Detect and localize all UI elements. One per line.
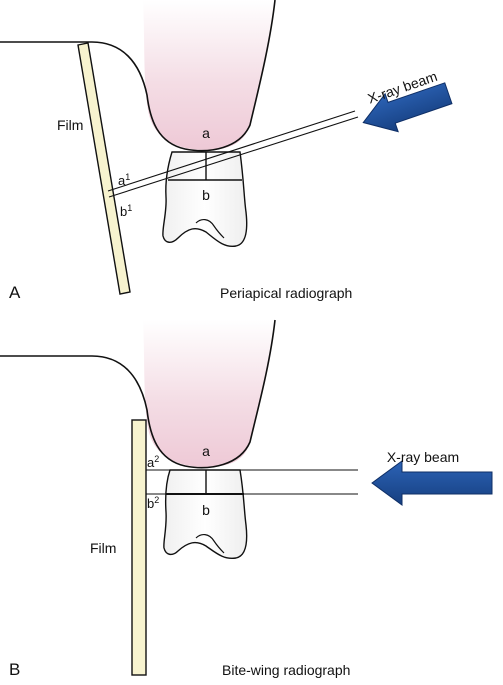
palate-outline-a	[0, 0, 276, 152]
beam-line-a1	[107, 110, 356, 192]
image-a-label-b: a2	[147, 454, 159, 470]
beam-label-b: X-ray beam	[387, 449, 459, 465]
beam-line-a2	[108, 116, 359, 198]
panel-letter-b: B	[9, 660, 20, 679]
root-label-a: b	[202, 187, 210, 203]
crown-label-b: a	[202, 443, 210, 459]
crown-label-a: a	[202, 125, 210, 141]
caption-b: Bite-wing radiograph	[222, 662, 350, 678]
image-a-label-a: a1	[118, 172, 130, 188]
caption-a: Periapical radiograph	[220, 285, 352, 301]
root-furcation-b	[195, 534, 225, 554]
xray-arrow-b	[371, 460, 493, 506]
alveolar-process-a	[143, 0, 275, 150]
xray-arrow-a	[362, 82, 453, 133]
palate-outline-b	[0, 319, 276, 469]
panel-a: X-ray beam Film a b a1 b1 A Periapical r…	[0, 0, 453, 302]
film-a	[77, 42, 131, 295]
tooth-b	[163, 469, 248, 560]
film-label-a: Film	[57, 117, 83, 133]
panel-b: X-ray beam Film a b a2 b2 B Bite-wing ra…	[0, 319, 493, 679]
film-label-b: Film	[90, 540, 116, 556]
film-b	[131, 419, 147, 676]
tooth-a	[162, 151, 248, 247]
panel-letter-a: A	[9, 283, 21, 302]
root-furcation-a	[195, 219, 225, 239]
image-b-label-a: b1	[120, 203, 132, 219]
root-label-b: b	[202, 502, 210, 518]
alveolar-process-b	[143, 320, 275, 467]
image-b-label-b: b2	[147, 495, 159, 511]
